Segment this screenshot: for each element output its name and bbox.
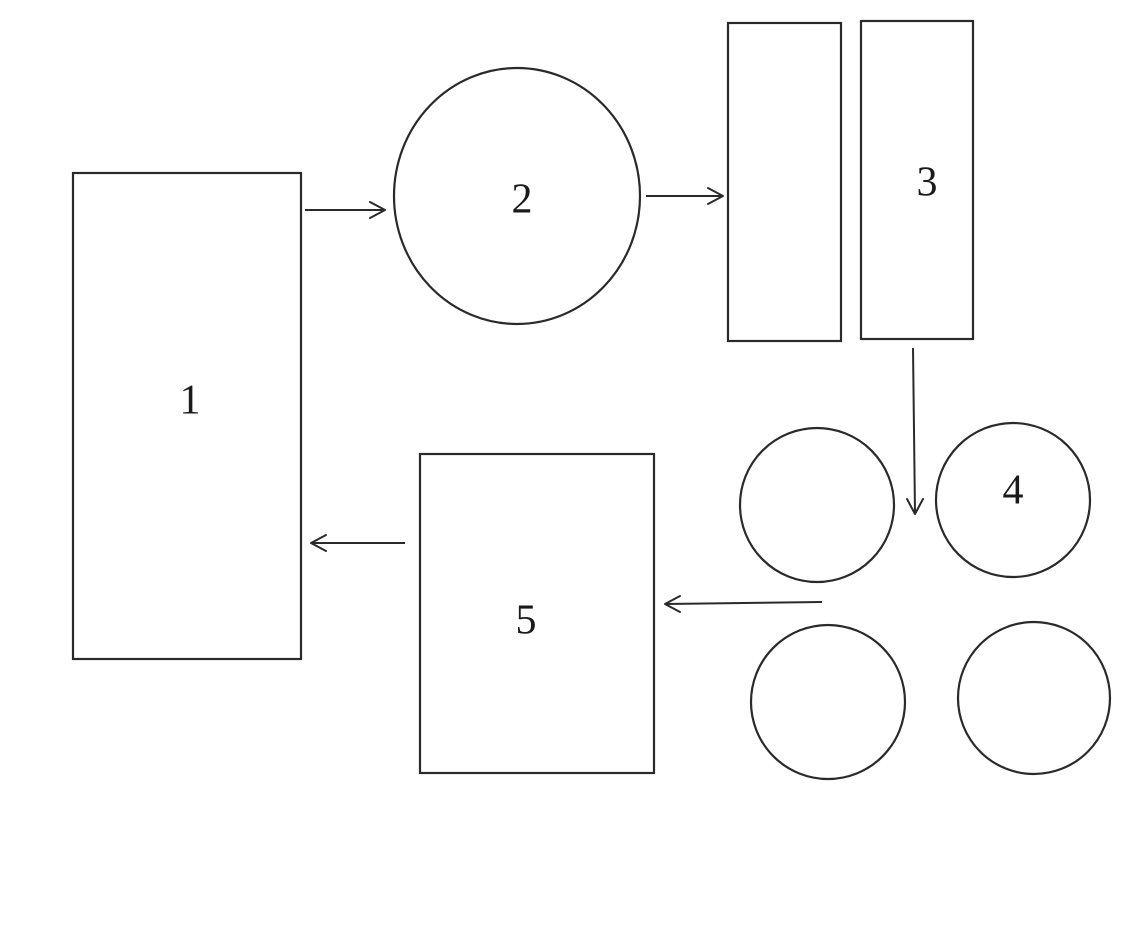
block-1-label: 1 [180,378,201,424]
block-3-rect-left [726,21,843,343]
arrow-4-to-5-shaft [665,601,823,605]
arrow-3-to-4-shaft [912,347,916,514]
block-2-label: 2 [512,177,533,223]
arrow-5-to-1 [310,534,405,552]
arrow-3-to-4 [906,347,924,515]
block-4-circle-bottom-left [749,623,907,781]
arrow-3-to-4-head [906,498,924,515]
arrow-2-to-3 [646,187,724,205]
block-2-circle [392,66,642,326]
block-4-label: 4 [1003,468,1024,514]
arrow-4-to-5 [664,595,823,613]
block-1-rect [71,171,303,661]
block-4: 4 [738,421,1112,781]
block-3-rect-right [859,19,975,341]
block-4-circle-bottom-right [956,620,1112,776]
block-4-circle-top-left [738,426,896,584]
arrow-1-to-2-head [369,201,386,219]
arrow-5-to-1-head [310,534,327,552]
block-4-circle-top-right [934,421,1092,579]
arrow-2-to-3-head [707,187,724,205]
block-5-rect [418,452,656,775]
arrow-4-to-5-head [664,595,681,613]
block-2: 2 [392,66,642,326]
block-5: 5 [418,452,656,775]
block-5-label: 5 [516,598,537,644]
arrow-1-to-2 [305,201,386,219]
block-1: 1 [71,171,303,661]
block-3-label: 3 [917,160,938,206]
block-3: 3 [726,19,975,343]
